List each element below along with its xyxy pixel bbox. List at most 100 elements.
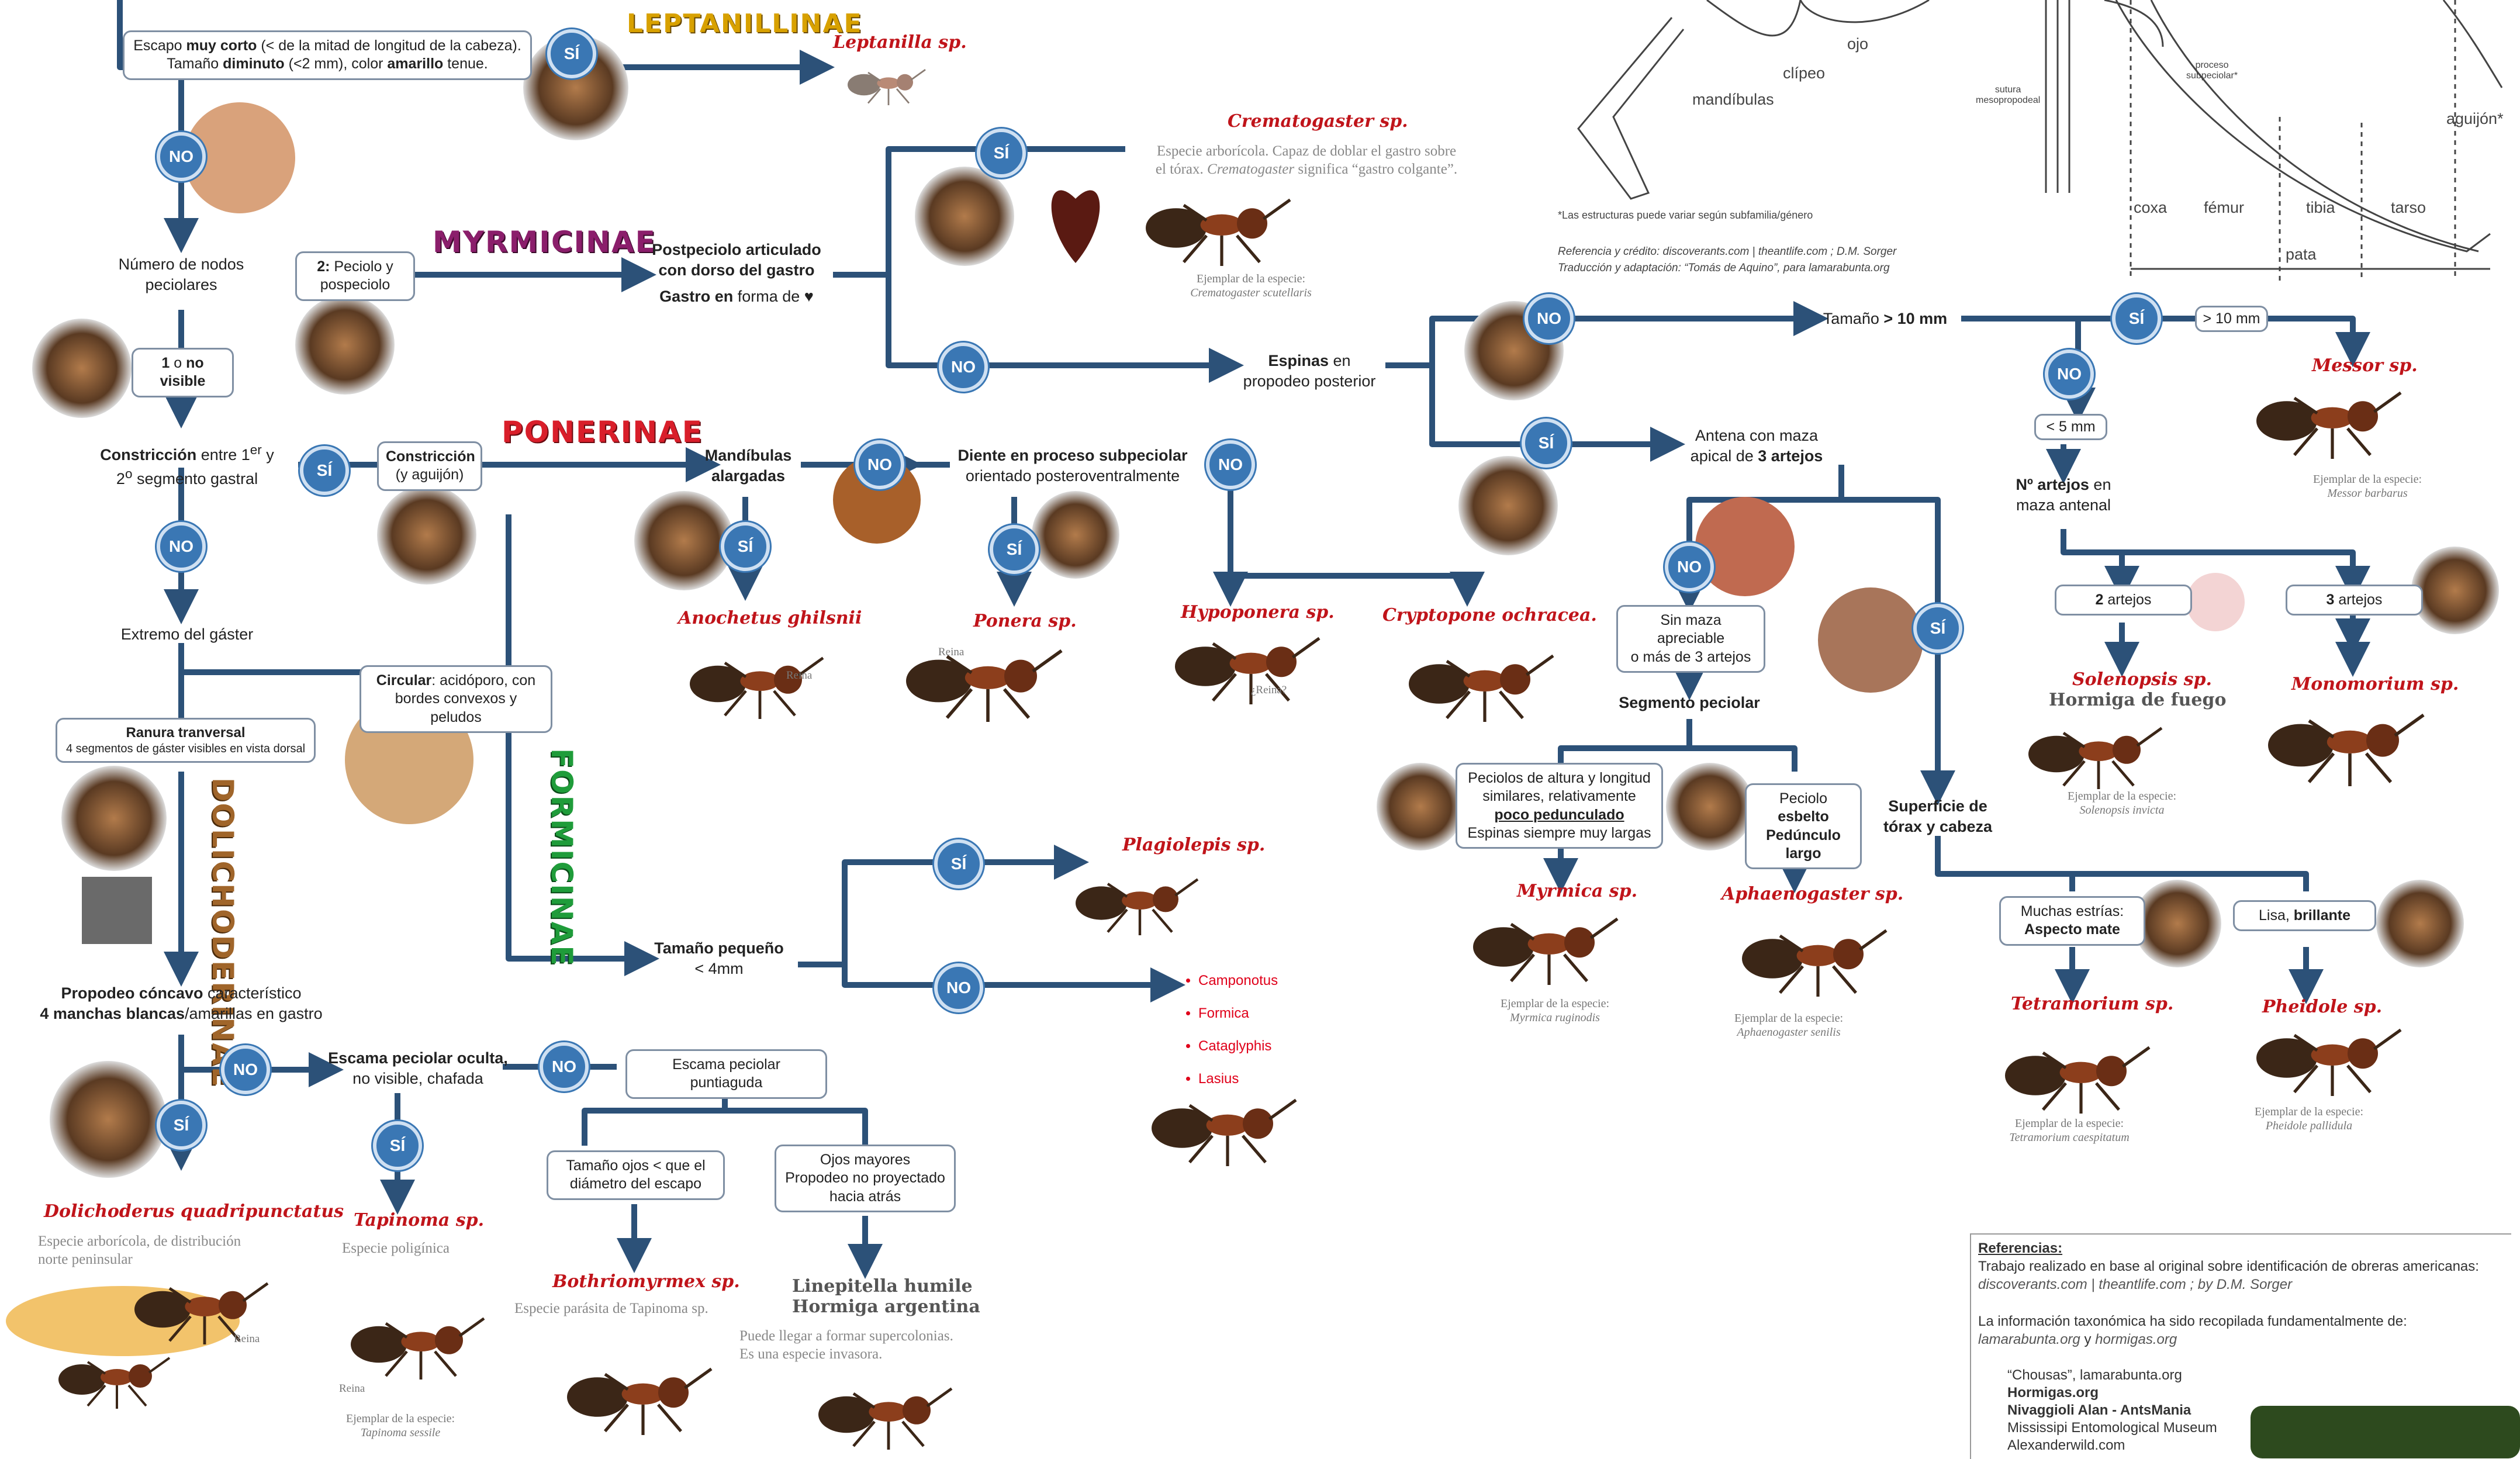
formicinae-genera-list: Camponotus Formica Cataglyphis Lasius <box>1181 964 1278 1095</box>
anatomy-proceso-l2: subpeciolar* <box>2186 71 2238 81</box>
extremo-l1: Extremo del gáster <box>121 625 254 643</box>
example-species: Aphaenogaster senilis <box>1701 1025 1876 1039</box>
esbelto-l1b: esbelto <box>1778 808 1829 825</box>
dos-l1: artejos <box>2103 592 2151 608</box>
references-l4a: lamarabunta.org <box>1978 1332 2080 1347</box>
escamaoculta-l1: Escama peciolar oculta, <box>328 1049 508 1067</box>
node-no-visible: 1 o no visible <box>132 348 234 397</box>
species-messor: Messor sp. <box>2312 355 2418 376</box>
example-species: Messor barbarus <box>2280 486 2455 500</box>
desc-crematogaster-l2i: Crematogaster <box>1207 161 1294 177</box>
node-artejos: Nº artejos enmaza antenal <box>1987 475 2139 516</box>
photo-one-node <box>32 319 132 418</box>
antena-l1: Antena con maza <box>1695 427 1818 444</box>
desc-crematogaster-l1: Especie arborícola. Capaz de doblar el g… <box>1157 143 1456 159</box>
escapo-l1-rest: (< de la mitad de longitud de la cabeza)… <box>257 37 521 54</box>
anatomy-tibia: tibia <box>2306 199 2335 217</box>
ranura-bold: Ranura tranversal <box>126 725 245 741</box>
no-badge: NO <box>2045 350 2094 399</box>
postpeciolo-l1: Postpeciolo articulado <box>652 241 821 258</box>
species-pheidole: Pheidole sp. <box>2262 997 2382 1017</box>
anatomy-mandibulas: mandíbulas <box>1692 91 1774 109</box>
no-badge: NO <box>540 1042 589 1091</box>
species-linepitella-common: Hormiga argentina <box>792 1296 980 1317</box>
photo-heart-gaster <box>1052 191 1100 263</box>
edge <box>1938 836 2306 891</box>
family-leptanillinae: LEPTANILLINAE <box>627 9 863 39</box>
anatomy-femur: fémur <box>2204 199 2244 217</box>
node-propodeo: Propodeo cóncavo característico 4 mancha… <box>35 983 327 1024</box>
credits-l1: Referencia y crédito: discoverants.com |… <box>1558 246 1896 258</box>
references-l2: discoverants.com | theantlife.com ; by D… <box>1978 1277 2292 1292</box>
antena-l2: apical de <box>1691 447 1758 465</box>
node-2-artejos: 2 artejos <box>2055 585 2192 616</box>
example-myrmica: Ejemplar de la especie:Myrmica ruginodis <box>1467 997 1643 1025</box>
genus-lasius: Lasius <box>1198 1063 1278 1095</box>
escapo-l1-bold: muy corto <box>186 37 257 54</box>
desc-linepitella-l1: Puede llegar a formar supercolonias. <box>739 1328 953 1344</box>
espinas-l1b: en <box>1329 352 1351 369</box>
edge <box>1385 319 1812 365</box>
constriccion-sup2: o <box>125 466 133 481</box>
yes-badge: SÍ <box>2112 294 2161 343</box>
desc-dolichoderus-l1: Especie arborícola, de distribución <box>38 1233 241 1249</box>
escapo-l1: Escapo <box>133 37 186 54</box>
node-antena: Antena con maza apical de 3 artejos <box>1672 426 1841 466</box>
mandibulas-l2: alargadas <box>711 467 785 485</box>
example-messor: Ejemplar de la especie:Messor barbarus <box>2280 472 2455 500</box>
example-species: Solenopsis invicta <box>2034 803 2210 817</box>
references-title: Referencias: <box>1978 1240 2062 1256</box>
references-l3: La información taxonómica ha sido recopi… <box>1978 1313 2407 1329</box>
circular-l2: bordes convexos y peludos <box>395 690 517 725</box>
lt5-l1: < 5 mm <box>2046 419 2095 435</box>
anatomy-pata: pata <box>2286 246 2317 264</box>
node-ranura: Ranura tranversal4 segmentos de gáster v… <box>56 718 316 763</box>
credits-l2: Traducción y adaptación: “Tomás de Aquin… <box>1558 262 1890 275</box>
yes-badge: SÍ <box>1522 419 1571 468</box>
ojosmen-l2: diámetro del escapo <box>570 1176 701 1192</box>
photo-gaster-detail <box>82 877 152 944</box>
no-badge: NO <box>221 1045 270 1094</box>
yes-badge: SÍ <box>1913 604 1962 653</box>
anatomy-drawing <box>1578 0 2502 281</box>
species-monomorium: Monomorium sp. <box>2291 674 2459 694</box>
photo-two-nodes <box>295 295 395 395</box>
family-dolichoderinae: DOLICHODERINAE <box>206 777 240 1088</box>
constriccion-sup1: er <box>250 442 262 457</box>
desc-bothriomyrmex: Especie parásita de Tapinoma sp. <box>514 1299 708 1318</box>
species-linepitella: Linepitella humile <box>792 1276 973 1296</box>
node-circular: Circular: acidóporo, conbordes convexos … <box>359 665 552 733</box>
tam10-l1b: > 10 mm <box>1883 310 1947 327</box>
nodos-l1: Número de nodos <box>119 255 244 273</box>
node-lt5: < 5 mm <box>2034 414 2107 440</box>
constriccion-l1b: y <box>262 446 274 464</box>
superficie-l1: Superficie de <box>1888 797 1987 815</box>
anatomy-coxa: coxa <box>2134 199 2167 217</box>
photo-petiole-short <box>1377 763 1464 850</box>
postpeciolo-l3b: Gastro en <box>659 288 733 305</box>
photo-label-reina: Reina <box>339 1382 365 1396</box>
tam10-l1: Tamaño <box>1823 310 1884 327</box>
espinas-l1: Espinas <box>1268 352 1329 369</box>
species-myrmica: Myrmica sp. <box>1517 881 1637 901</box>
yes-badge: SÍ <box>373 1121 422 1170</box>
species-plagiolepis: Plagiolepis sp. <box>1122 835 1265 855</box>
node-lisa: Lisa, brillante <box>2233 900 2376 931</box>
example-label: Ejemplar de la especie: <box>1197 272 1305 285</box>
example-label: Ejemplar de la especie: <box>2255 1105 2363 1118</box>
segmento-l1: Segmento peciolar <box>1619 694 1760 711</box>
no-badge: NO <box>939 343 988 392</box>
tampeq-l1: Tamaño pequeño <box>654 939 784 957</box>
diente-l1: Diente en proceso subpeciolar <box>957 447 1187 464</box>
antena-l2b: 3 artejos <box>1758 447 1823 465</box>
node-gt10: > 10 mm <box>2195 306 2268 332</box>
photo-constriction <box>377 485 476 585</box>
species-tetramorium: Tetramorium sp. <box>2011 994 2173 1014</box>
anatomy-aguijon: aguijón* <box>2446 110 2504 128</box>
anatomy-proceso-l1: proceso <box>2196 60 2229 70</box>
no-badge: NO <box>157 522 206 571</box>
